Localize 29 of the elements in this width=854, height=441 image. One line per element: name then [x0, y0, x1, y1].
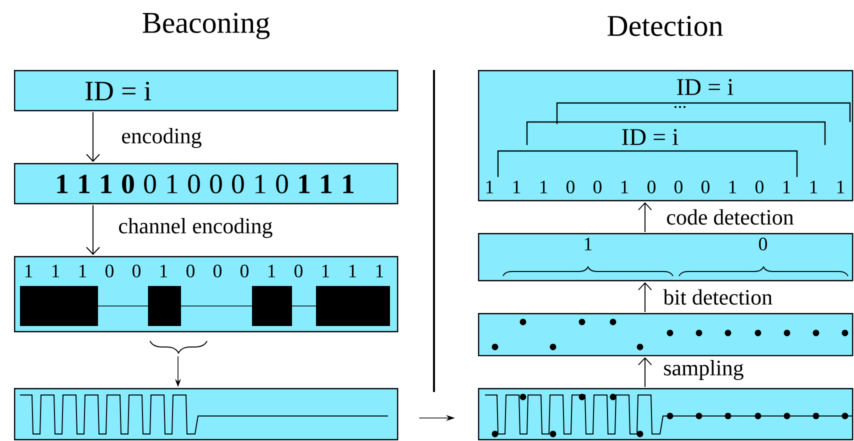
edge-label: encoding [120, 127, 203, 149]
digit-row: 1 1 1 0 0 1 0 0 0 1 0 1 1 1 [25, 264, 384, 278]
signal-box [14, 256, 398, 332]
bit-sequence: 1 1 1 0 0 1 0 0 0 1 0 1 1 1 [57, 174, 354, 194]
arrow [638, 282, 652, 312]
heading: Detection [608, 16, 723, 36]
code-box [478, 70, 854, 202]
arrow [86, 204, 100, 255]
bit-box [478, 233, 854, 282]
edge-label: code detection [665, 208, 795, 226]
waveform-box [14, 388, 398, 440]
digit-row: 1 1 1 0 0 1 0 0 0 1 0 1 1 1 [486, 180, 844, 194]
id-text: ID = i [677, 79, 734, 95]
bit-label: 1 [584, 238, 592, 250]
edge-label: sampling [662, 358, 745, 381]
edge-label: bit detection [662, 288, 774, 306]
waveform-box [478, 388, 854, 440]
arrow [638, 202, 652, 232]
bit-sequence-box [14, 163, 398, 204]
sample-box [478, 312, 854, 356]
arrow [638, 357, 652, 388]
bit-label: 0 [758, 238, 768, 250]
arrow [86, 112, 100, 162]
ellipsis: ... [674, 106, 686, 108]
id-text: ID = i [622, 129, 678, 145]
id-box [14, 70, 398, 112]
edge-label: channel encoding [117, 217, 274, 239]
heading: Beaconing [142, 12, 270, 40]
id-text: ID = i [85, 82, 152, 100]
